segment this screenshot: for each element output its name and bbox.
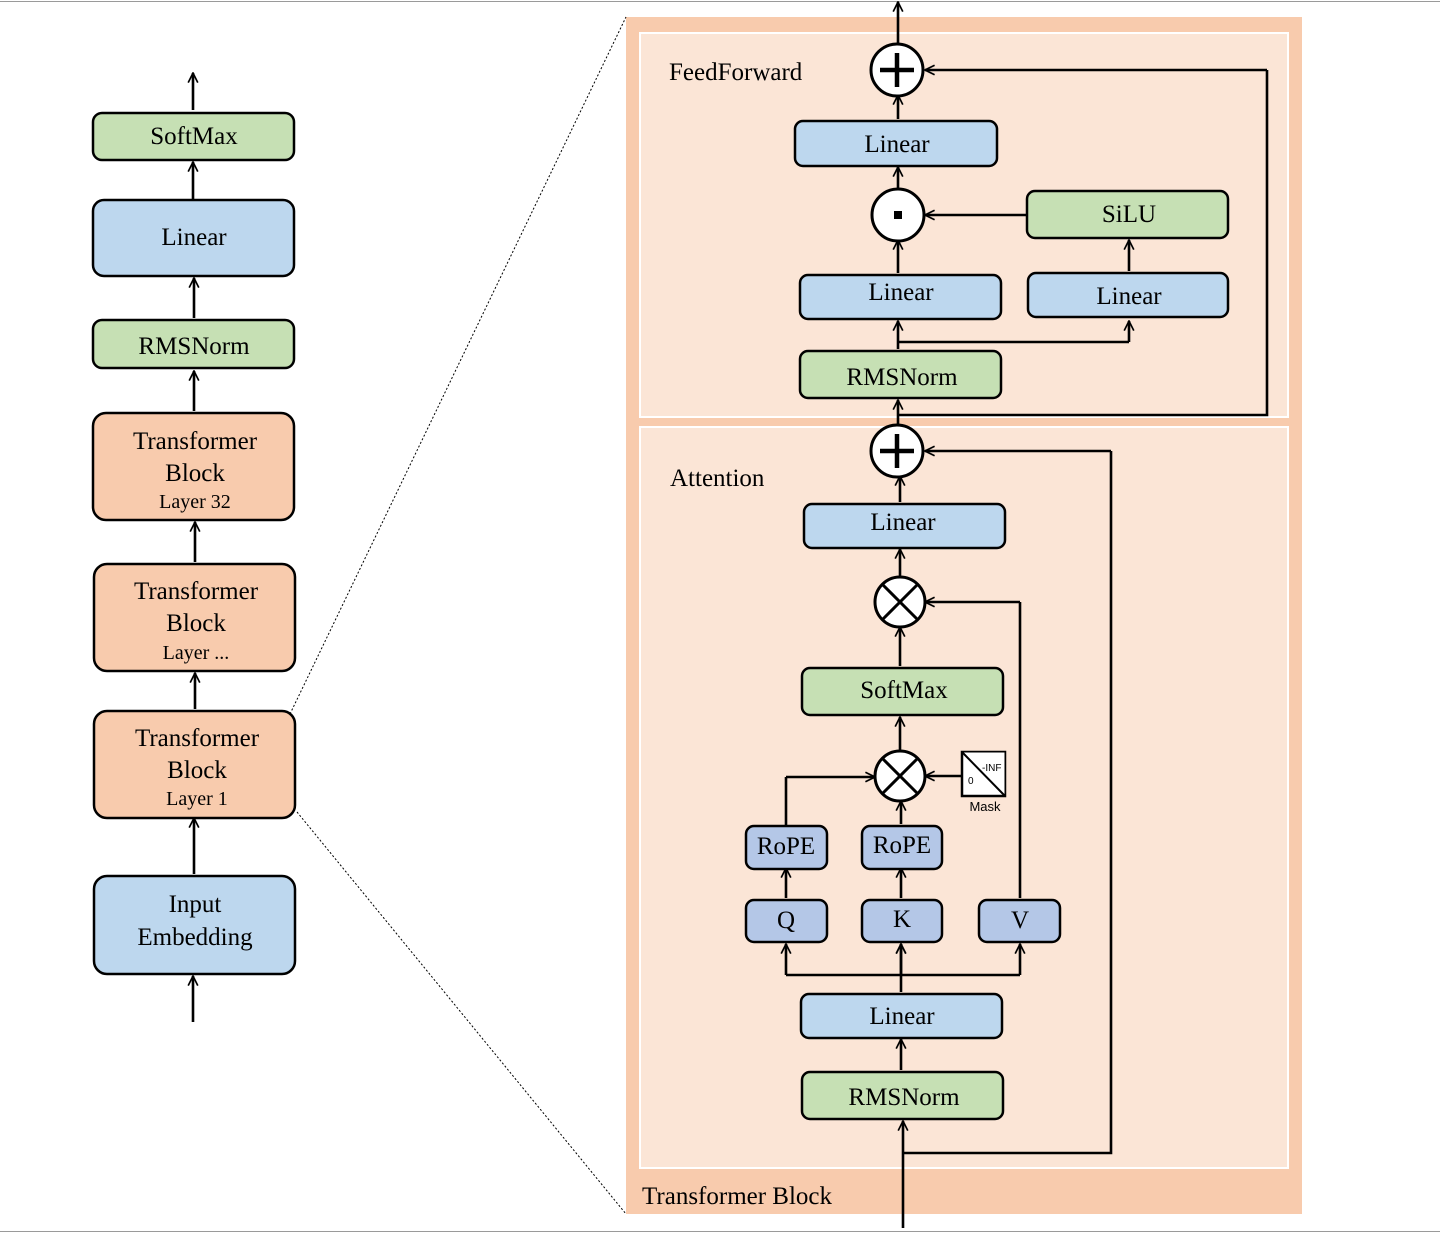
left-blockmid-line2: Block [166,610,226,637]
attn-rope-k-box [860,824,944,871]
bottom-border-line [0,1231,1440,1232]
left-softmax-label: SoftMax [150,123,238,150]
top-border-line [0,1,1440,2]
ffn-linear-right-box [1026,271,1230,319]
attn-add-symbol [880,434,914,468]
left-linear-label: Linear [161,224,227,251]
ffn-residual-line [898,70,1269,417]
left-linear-box [91,198,296,278]
attn-rope-q-box [744,824,829,871]
transformer-block-title: Transformer Block [642,1183,833,1210]
left-input-line1: Input [169,891,222,918]
left-block32-box [91,411,296,522]
attn-rope-q-label: RoPE [757,833,815,860]
attn-v-label: V [1011,907,1029,934]
left-input-embedding-box [92,874,297,976]
ffn-linear-out-box [793,119,999,168]
mask-inf-label: -INF [982,763,1001,774]
attn-score-matmul-symbol [881,757,919,795]
ffn-rmsnorm-label: RMSNorm [846,364,958,391]
left-block32-line3: Layer 32 [159,491,231,513]
left-block32-line2: Block [165,460,225,487]
ffn-mul-symbol [894,211,902,219]
attn-k-label: K [893,906,911,933]
attn-linear-out-box [802,502,1007,550]
attn-rope-k-label: RoPE [873,832,931,859]
mask-icon [960,750,1007,798]
attn-linear-in-label: Linear [869,1003,935,1030]
left-blockmid-line3: Layer ... [163,642,230,664]
attention-panel [639,426,1289,1169]
left-softmax-box [91,111,296,162]
ffn-silu-label: SiLU [1102,201,1156,228]
attn-k-box [860,898,944,944]
zoom-line-bottom [296,811,627,1215]
attention-title: Attention [670,465,765,492]
attn-softmax-box [800,666,1005,717]
ffn-silu-box [1025,189,1230,240]
attn-v-box [977,898,1062,944]
left-block1-line1: Transformer [135,725,260,752]
attn-rmsnorm-label: RMSNorm [848,1084,960,1111]
ffn-rmsnorm-box [798,349,1003,400]
left-input-line2: Embedding [137,924,253,951]
attn-value-matmul-symbol [881,583,919,621]
mask-label: Mask [969,799,1001,814]
left-rmsnorm-label: RMSNorm [138,333,250,360]
attn-rmsnorm-box [800,1070,1005,1121]
attn-q-box [744,898,829,944]
mask-zero-label: 0 [968,776,974,787]
left-block1-line3: Layer 1 [166,788,228,810]
left-rmsnorm-box [91,318,296,370]
ffn-linear-out-label: Linear [864,131,930,158]
attn-residual-line [903,451,1113,1155]
attn-linear-out-label: Linear [870,509,936,536]
attn-q-label: Q [777,907,795,934]
attn-softmax-label: SoftMax [860,677,948,704]
ffn-linear-right-label: Linear [1096,283,1162,310]
ffn-linear-left-label: Linear [868,279,934,306]
left-blockmid-line1: Transformer [134,578,259,605]
left-blockmid-box [92,562,297,673]
zoom-line-top [289,16,627,715]
left-block32-line1: Transformer [133,428,258,455]
left-block1-box [92,709,297,820]
ffn-linear-left-box [798,273,1003,321]
feedforward-title: FeedForward [669,59,803,86]
ffn-add-symbol [880,53,914,87]
attn-linear-in-box [799,992,1004,1040]
left-block1-line2: Block [167,757,227,784]
